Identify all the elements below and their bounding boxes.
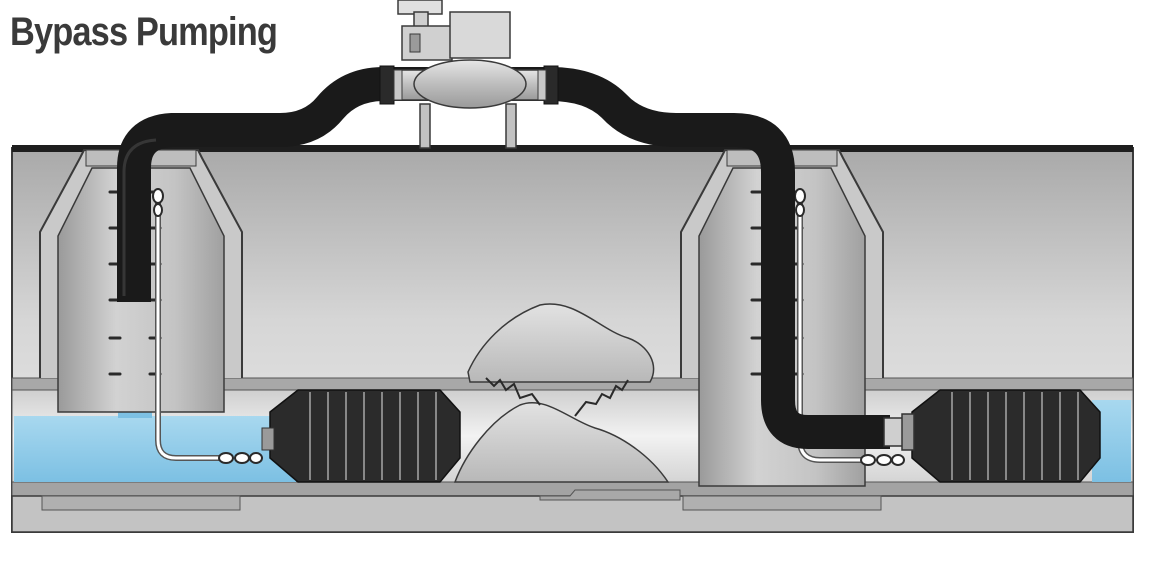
diagram-title: Bypass Pumping	[10, 10, 278, 54]
hose-coupling	[883, 413, 915, 451]
upstream-pipe-plug	[261, 389, 461, 483]
bypass-hose	[117, 67, 890, 449]
bypass-pump	[379, 0, 559, 109]
pump-stand	[419, 103, 517, 149]
pipe-blockage	[453, 303, 670, 483]
downstream-pipe-plug	[911, 389, 1101, 483]
